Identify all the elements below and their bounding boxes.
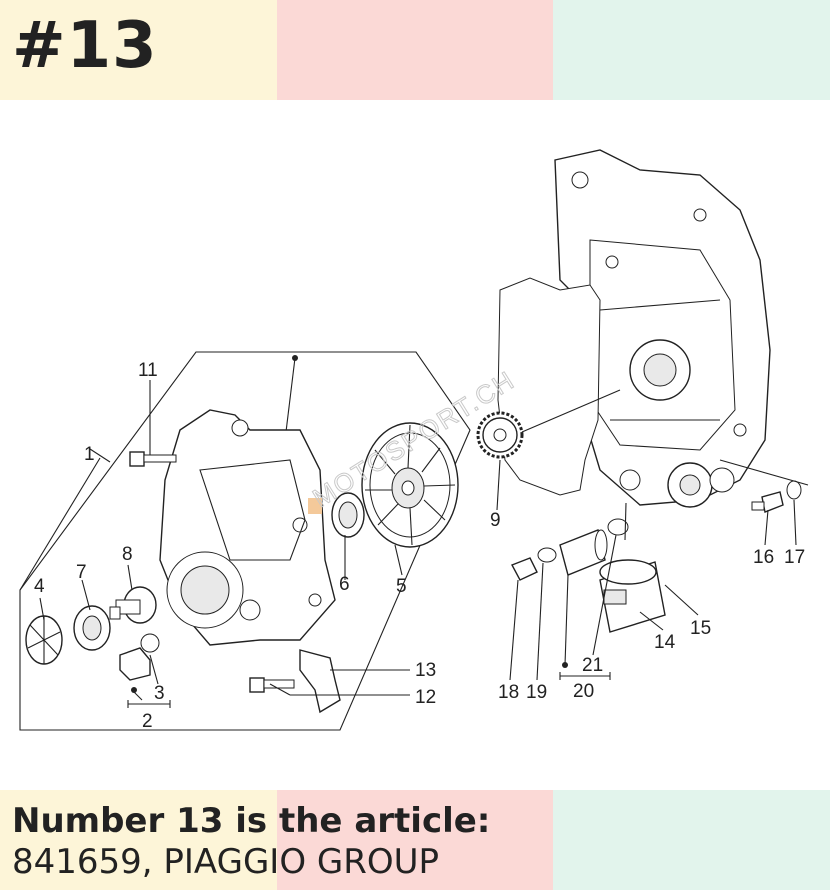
callout-5: 5 [396,576,407,597]
article-caption: Number 13 is the article: 841659, PIAGGI… [12,800,490,882]
callout-11: 11 [138,360,158,381]
header-band [0,0,830,100]
oil-seal-part-6 [331,492,365,538]
fan-part-5 [361,422,459,548]
shaft-part-8 [109,586,157,624]
header-band-yellow [0,0,277,100]
callout-15: 15 [690,618,711,639]
callout-14: 14 [654,632,676,653]
crankcase-drawing [554,149,771,508]
bracket-part-13 [299,649,341,714]
exploded-parts-diagram: MOTOSPORT.CH 1 2 [19,149,809,732]
bearing-part-7 [73,605,111,651]
o-ring-part-21 [607,518,629,536]
caption-headline: Number 13 is the article: [12,801,491,841]
side-cover-drawing [159,409,336,646]
sensor-part-16 [751,491,784,513]
impeller-part-4 [25,615,63,665]
header-band-pink [277,0,553,100]
callout-18: 18 [498,682,519,703]
callout-8: 8 [122,544,133,565]
callout-21: 21 [582,655,603,676]
article-number-and-brand: 841659, PIAGGIO GROUP [12,842,440,882]
drain-plug-part-18 [511,557,538,581]
footer-band-yellow [0,790,277,890]
callout-16: 16 [753,547,774,568]
gasket-drawing [497,277,601,496]
callout-20: 20 [573,681,594,702]
footer-band-pink [277,790,553,890]
callout-13: 13 [415,660,436,681]
callout-9: 9 [490,510,501,531]
header-band-mint [553,0,830,100]
callout-3: 3 [154,683,165,704]
part-number-badge: #13 [12,9,158,83]
callout-4: 4 [34,576,45,597]
callout-12: 12 [415,687,436,708]
bolt-part-11 [129,451,177,467]
gear-part-9 [476,411,524,459]
footer-band-mint [553,790,830,890]
leader-lines [39,380,809,708]
o-ring-part-19 [537,547,557,563]
callout-6: 6 [339,574,350,595]
callout-2: 2 [142,711,153,732]
filter-cartridge-part-20 [559,529,608,576]
callout-17: 17 [784,547,805,568]
callout-19: 19 [526,682,547,703]
oil-filter-part-14 [599,559,666,633]
washer-part-17 [786,480,802,500]
callout-1: 1 [84,444,95,465]
callout-7: 7 [76,562,87,583]
callout-labels: 1 2 3 4 5 6 7 8 9 11 12 13 14 15 16 17 1… [34,360,805,732]
footer-band [0,790,830,890]
plug-part-3 [119,633,160,681]
bolt-part-12 [249,677,295,693]
